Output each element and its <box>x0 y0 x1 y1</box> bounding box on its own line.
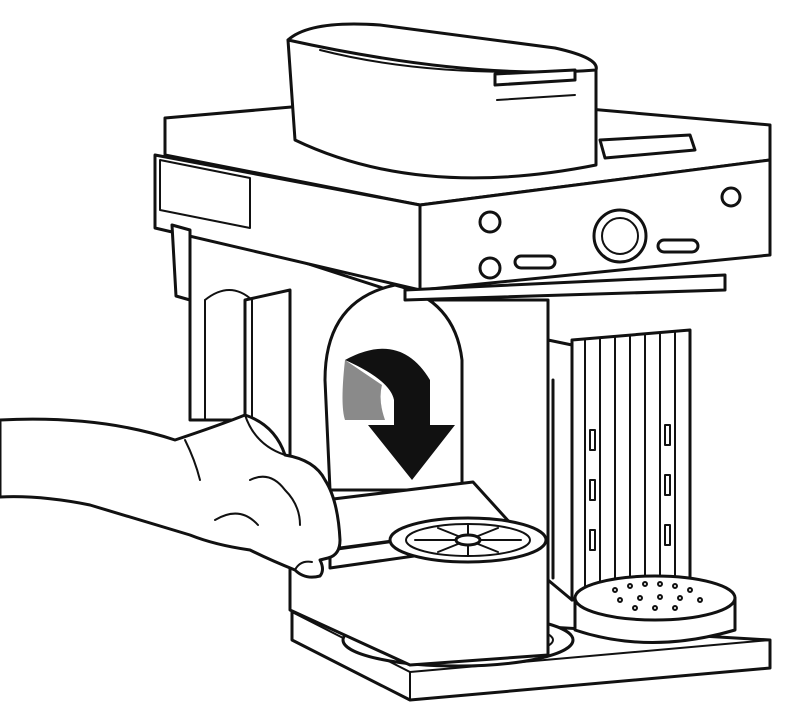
filter-holder-tray <box>323 480 548 570</box>
mode-button-icon <box>478 256 502 280</box>
insert-direction-arrow-icon <box>342 348 455 480</box>
cup-rest <box>573 574 737 644</box>
power-button-icon <box>478 210 502 234</box>
bean-hopper <box>286 22 697 180</box>
indicator-right-icon <box>656 238 700 254</box>
water-tank-panel <box>546 328 692 602</box>
side-handle <box>170 223 192 302</box>
control-panel <box>478 186 742 280</box>
indicator-left-icon <box>513 254 557 270</box>
steam-button-icon <box>720 186 742 208</box>
hand <box>0 413 342 579</box>
